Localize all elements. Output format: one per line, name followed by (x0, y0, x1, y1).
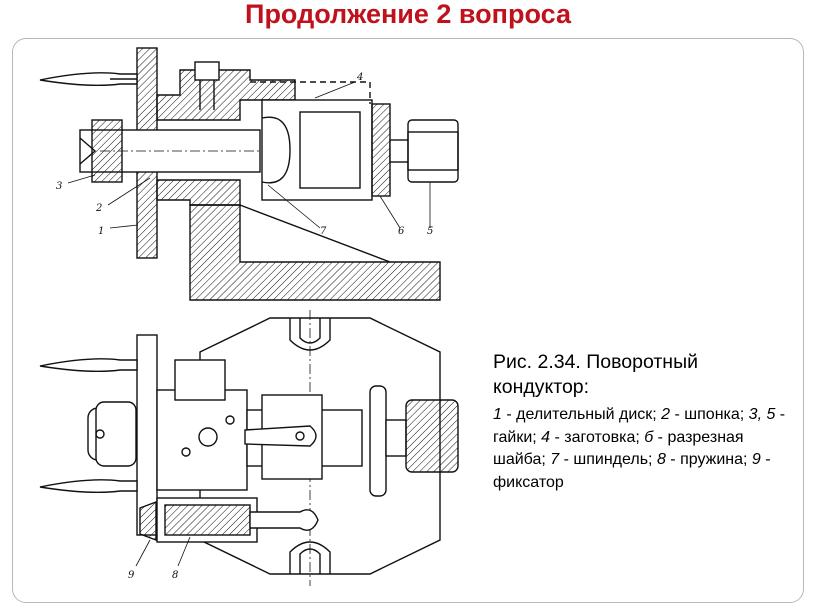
legend-item-text: заготовка; (564, 428, 645, 446)
legend-item: 7 - шпиндель; (550, 451, 657, 468)
legend-item-separator: - (550, 428, 565, 446)
legend-item-text: шпонка; (684, 406, 749, 423)
top-view-labels: 4 3 2 1 7 6 5 (56, 72, 433, 237)
legend-item-separator: - (760, 451, 771, 468)
legend-item-number: 4 (541, 428, 551, 446)
legend-item-number: 8 (656, 451, 666, 468)
legend-item: 8 - пружина; (657, 451, 752, 468)
figure-caption: Рис. 2.34. Поворотный кондуктор: 1 - дел… (493, 350, 798, 494)
legend-item-separator: - (559, 451, 574, 468)
legend-item: 1 - делительный диск; (493, 406, 661, 423)
bottom-view-labels: 9 8 (128, 570, 178, 581)
legend-item: 9 - фиксатор (493, 451, 771, 491)
legend-item-number: б (644, 428, 654, 446)
legend-item-text: шпиндель; (573, 451, 657, 468)
label-5: 5 (427, 226, 433, 237)
legend-item-number: 2 (661, 406, 671, 423)
legend-item: б - разрезная шайба; (493, 429, 744, 469)
legend-item: 4 - заготовка; (541, 429, 644, 446)
legend-item-separator: - (501, 406, 517, 423)
legend-item-text: делительный диск; (516, 406, 662, 423)
label-4: 4 (356, 72, 363, 83)
legend-item-number: 1 (493, 406, 502, 423)
bottom-view-plan (39, 310, 459, 586)
label-9: 9 (128, 570, 135, 581)
legend-item-number: 7 (550, 451, 560, 468)
legend-item-text: пружина; (680, 451, 752, 468)
legend-item: 2 - шпонка; (661, 406, 749, 423)
legend-item-separator: - (653, 428, 668, 446)
slide-title: Продолжение 2 вопроса (245, 0, 571, 29)
label-7: 7 (320, 226, 327, 237)
legend-item: 3, 5 - гайки; (493, 406, 785, 446)
legend-item-number: 9 (751, 451, 761, 468)
label-6: 6 (398, 226, 405, 237)
label-1: 1 (98, 226, 104, 237)
legend-item-text: гайки; (493, 428, 542, 446)
legend-item-separator: - (665, 451, 681, 468)
caption-heading: Рис. 2.34. Поворотный кондуктор: (493, 351, 698, 398)
legend-item-text: разрезная шайба; (493, 428, 744, 469)
legend-item-number: 3, 5 (748, 406, 776, 423)
caption-legend: 1 - делительный диск; 2 - шпонка; 3, 5 -… (493, 404, 798, 494)
label-2: 2 (95, 203, 102, 214)
legend-item-separator: - (670, 406, 685, 423)
legend-item-text: фиксатор (493, 473, 564, 491)
label-3: 3 (56, 181, 62, 192)
label-8: 8 (172, 570, 178, 581)
top-view-section (39, 47, 459, 301)
legend-item-separator: - (775, 406, 786, 423)
slide-frame (12, 38, 804, 603)
